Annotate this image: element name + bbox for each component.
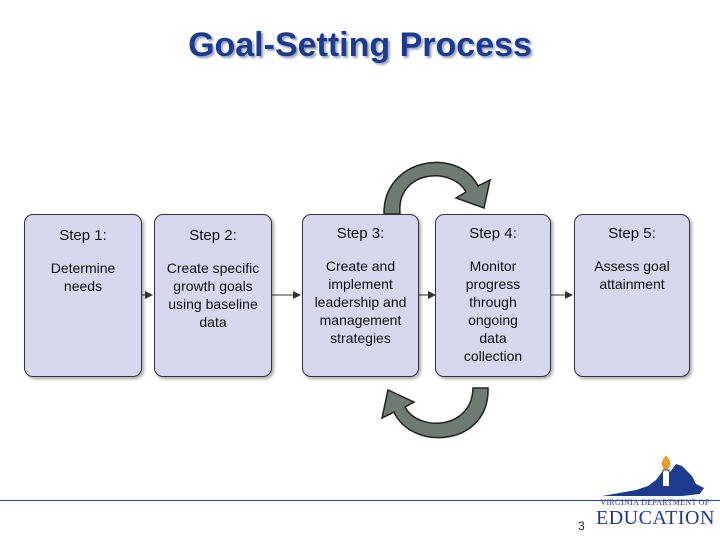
step-2-heading: Step 2: bbox=[189, 227, 237, 244]
page-number: 3 bbox=[578, 519, 585, 533]
step-4-heading: Step 4: bbox=[469, 225, 517, 242]
footer-rule bbox=[0, 500, 720, 501]
virginia-map-icon bbox=[602, 455, 704, 496]
step-2-text: Create specific growth goals using basel… bbox=[166, 260, 260, 330]
step-box-1: Step 1: Determine needs bbox=[24, 214, 142, 377]
logo-tagline: VIRGINIA DEPARTMENT OF bbox=[600, 498, 710, 507]
vdoe-logo: VIRGINIA DEPARTMENT OF EDUCATION bbox=[596, 452, 714, 532]
step-3-heading: Step 3: bbox=[336, 225, 385, 242]
cycle-arrow-top bbox=[383, 161, 492, 215]
step-box-3: Step 3: Create and implement leadership … bbox=[302, 214, 419, 377]
step-box-2: Step 2: Create specific growth goals usi… bbox=[154, 214, 272, 377]
step-1-heading: Step 1: bbox=[59, 227, 107, 244]
step-3-text: Create and implement leadership and mana… bbox=[314, 258, 407, 346]
step-4-text: Monitor progress through ongoing data co… bbox=[463, 258, 523, 364]
step-box-5: Step 5: Assess goal attainment bbox=[574, 214, 690, 377]
step-5-text: Assess goal attainment bbox=[594, 258, 670, 292]
step-box-4: Step 4: Monitor progress through ongoing… bbox=[435, 214, 551, 377]
cycle-arrow-bottom bbox=[380, 387, 489, 439]
logo-wordmark: EDUCATION bbox=[596, 507, 715, 529]
step-5-heading: Step 5: bbox=[608, 225, 656, 242]
page-title: Goal-Setting Process bbox=[188, 26, 532, 64]
step-1-text: Determine needs bbox=[50, 260, 116, 294]
